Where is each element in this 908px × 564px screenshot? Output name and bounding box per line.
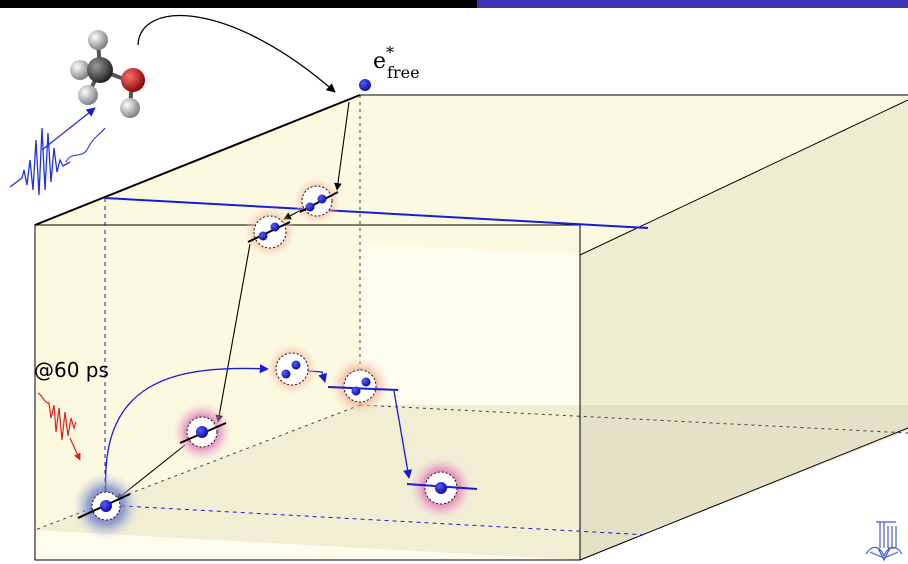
box-front-outline [34, 224, 581, 561]
hidden-edge-floor-left [34, 404, 361, 531]
projection-line-top [104, 197, 649, 229]
blue-path-step-b [393, 390, 413, 479]
delay-time-label: @60 ps [34, 358, 109, 382]
header-bar-right [477, 0, 908, 8]
electron-pair-relaxing [327, 356, 399, 416]
ejection-arrow [137, 14, 336, 93]
projection-guides [104, 197, 649, 536]
projection-line-floor [104, 504, 649, 536]
methanol-molecule-icon [70, 30, 145, 118]
electron-pair-top [293, 177, 341, 225]
tu-logo-icon [865, 521, 903, 562]
electron-pair-second [244, 206, 296, 258]
electron-solvated-magenta [172, 402, 232, 462]
pump-pulse-icon [9, 107, 106, 196]
blue-path-arc [105, 364, 269, 493]
electron-pair-reexcited [266, 343, 318, 395]
header-bar-left [0, 0, 477, 8]
edge-bottom-right [579, 427, 908, 561]
probe-pulse-icon [37, 392, 81, 461]
electron-final-magenta [406, 456, 478, 520]
electron-ground-state [72, 472, 140, 540]
trajectory-step-3 [215, 243, 251, 423]
trajectory-step-1 [334, 101, 350, 191]
hidden-edge-floor-back [359, 404, 908, 434]
free-electron-label: e*free [373, 43, 420, 82]
edge-top-left [34, 94, 361, 226]
edge-top-right [579, 99, 908, 256]
free-electron [359, 79, 371, 91]
